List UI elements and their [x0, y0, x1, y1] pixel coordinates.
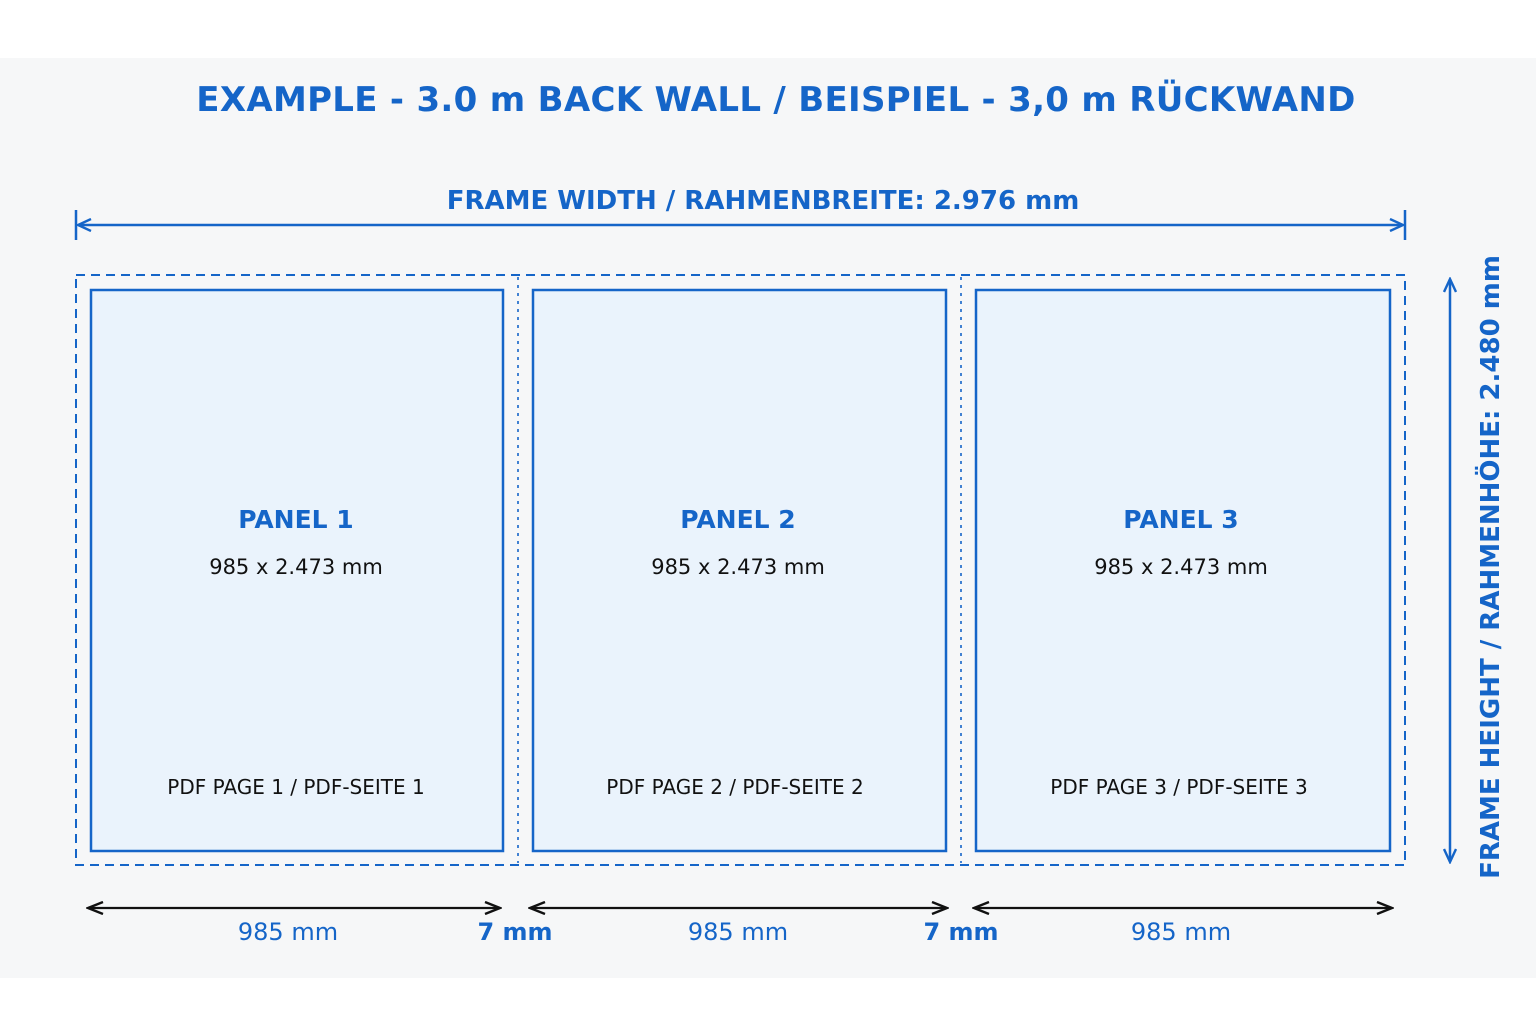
- frame-height-label: FRAME HEIGHT / RAHMENHÖHE: 2.480 mm: [1476, 255, 1506, 879]
- panel-1-width-label: 985 mm: [237, 918, 339, 946]
- panel-2: [531, 288, 948, 853]
- frame-width-label: FRAME WIDTH / RAHMENBREITE: 2.976 mm: [446, 186, 1080, 216]
- frame-outline: [75, 274, 1406, 866]
- panel-1-size: 985 x 2.473 mm: [209, 555, 383, 579]
- panel-1-page: PDF PAGE 1 / PDF-SEITE 1: [167, 775, 425, 799]
- panel-1: [89, 288, 505, 853]
- panel-1-title: PANEL 1: [238, 505, 354, 534]
- panel-2-page: PDF PAGE 2 / PDF-SEITE 2: [606, 775, 864, 799]
- panel-3-size: 985 x 2.473 mm: [1094, 555, 1268, 579]
- panel-3-page: PDF PAGE 3 / PDF-SEITE 3: [1050, 775, 1308, 799]
- panel-3-width-label: 985 mm: [1130, 918, 1232, 946]
- diagram-title: EXAMPLE - 3.0 m BACK WALL / BEISPIEL - 3…: [196, 80, 1356, 120]
- panel-2-size: 985 x 2.473 mm: [651, 555, 825, 579]
- panel-3: [974, 288, 1392, 853]
- gap-1-label: 7 mm: [477, 918, 553, 946]
- panel-2-width-label: 985 mm: [687, 918, 789, 946]
- panel-3-title: PANEL 3: [1123, 505, 1239, 534]
- gap-2-label: 7 mm: [923, 918, 999, 946]
- panel-2-title: PANEL 2: [680, 505, 796, 534]
